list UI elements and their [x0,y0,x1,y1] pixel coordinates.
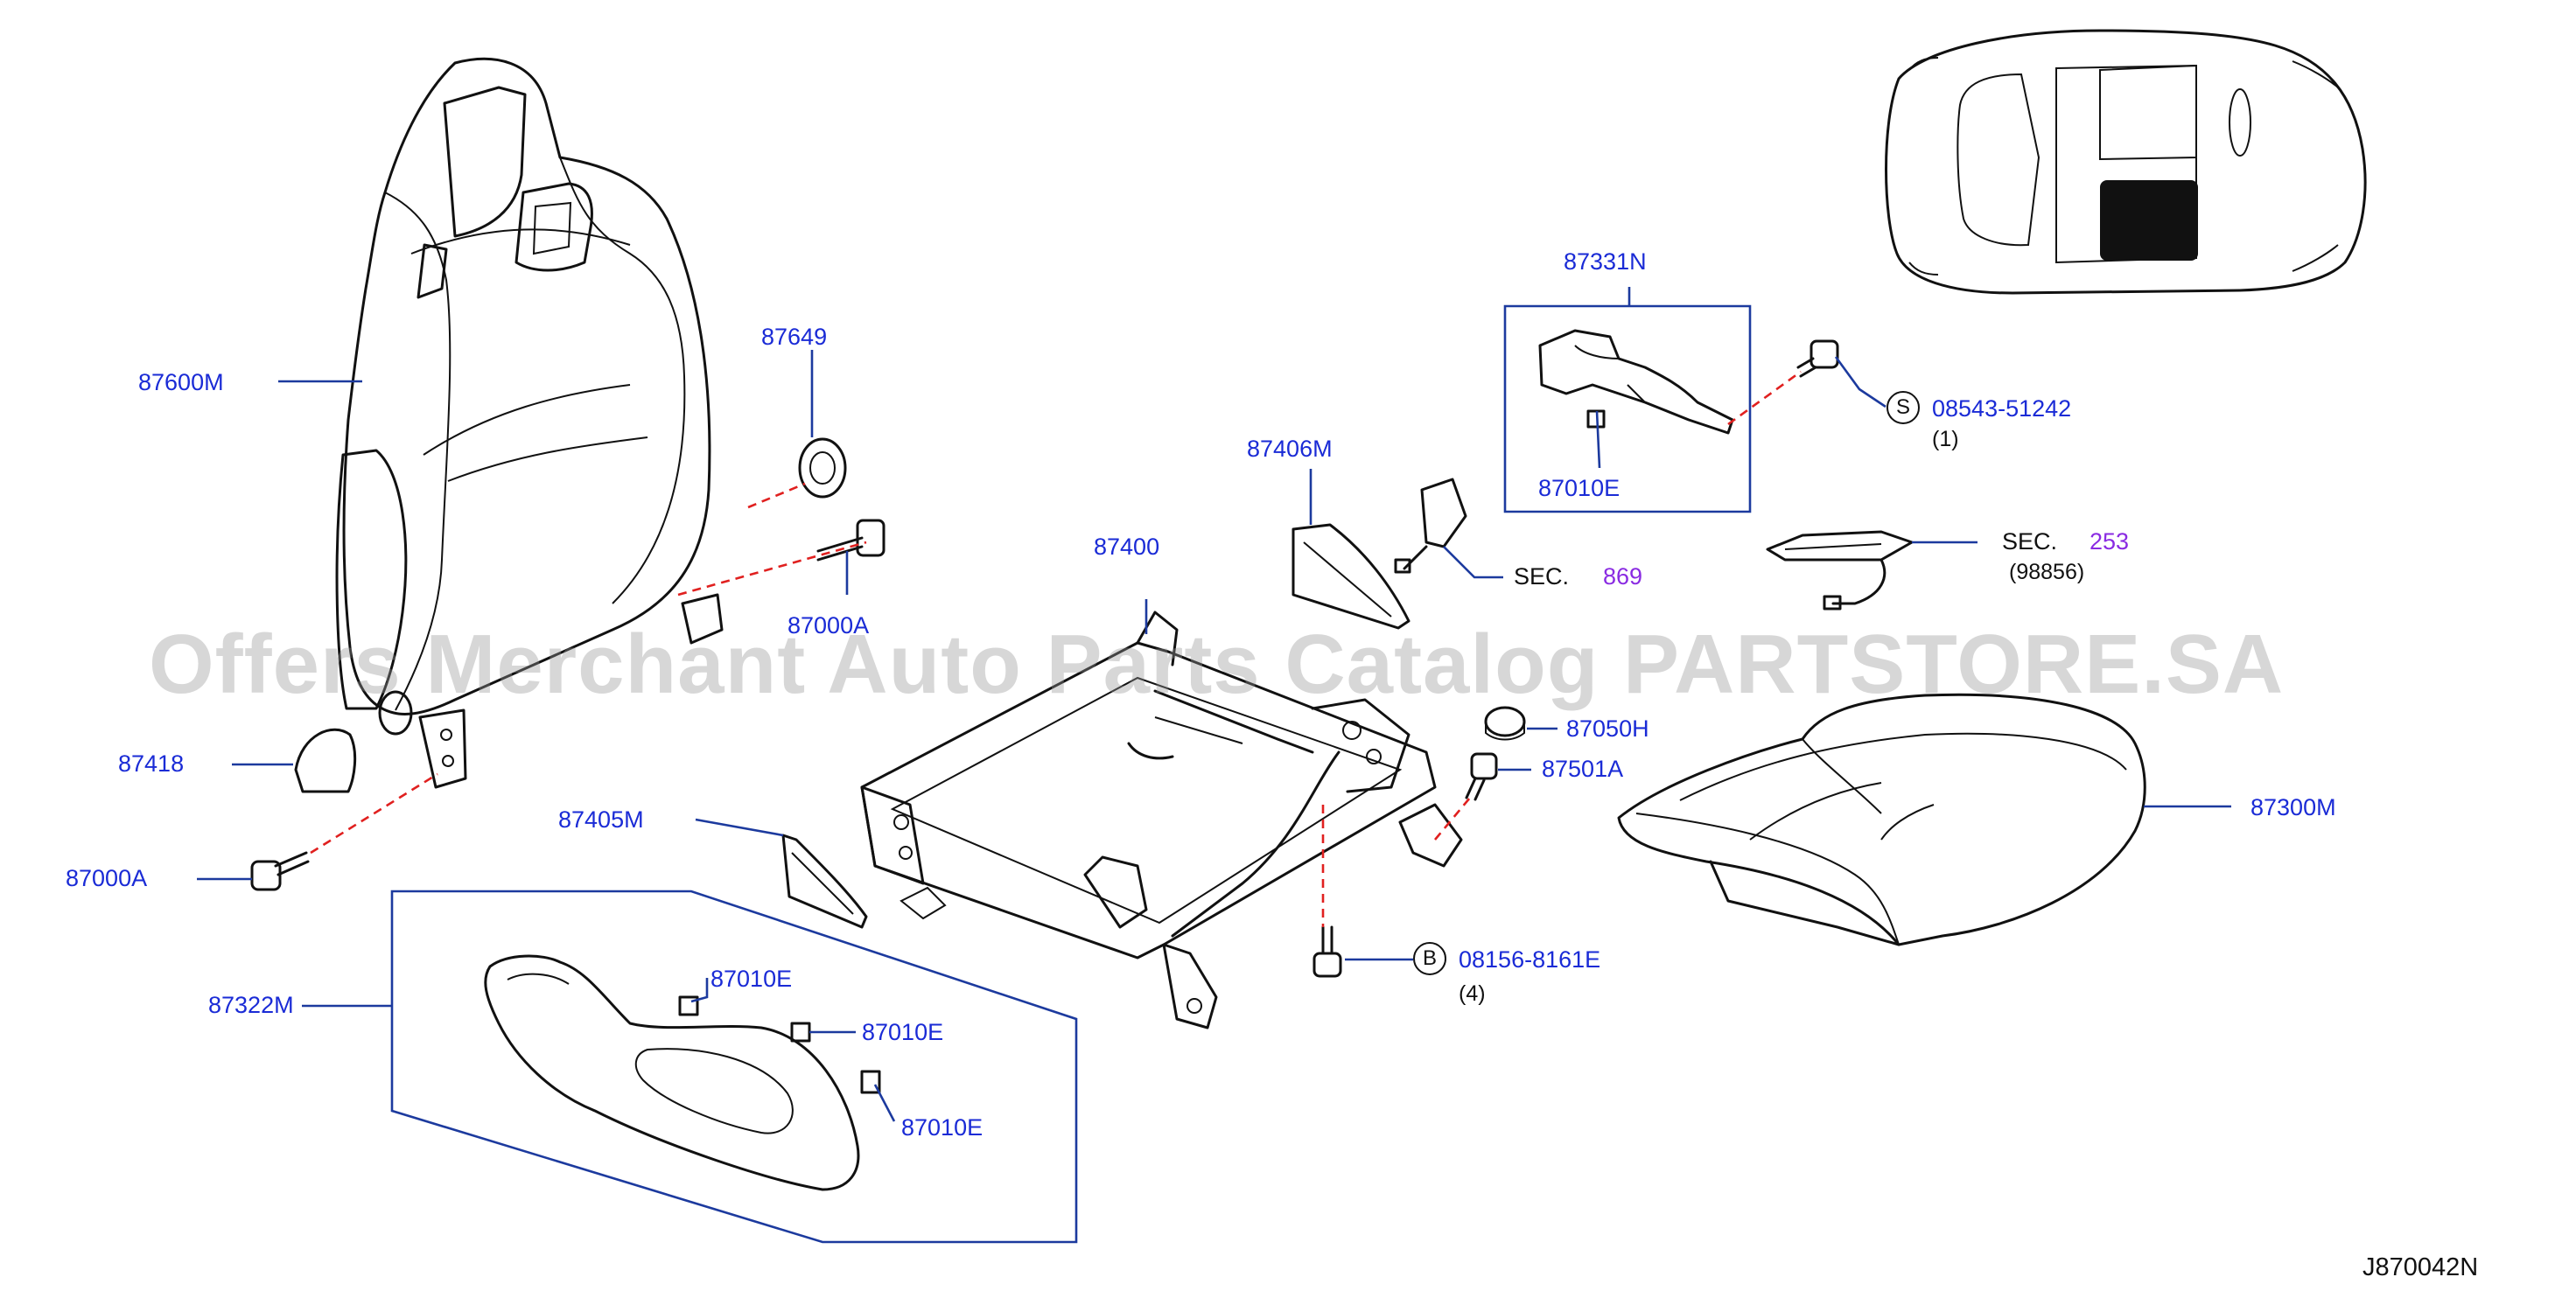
callout-belt-finisher[interactable]: 87406M [1247,436,1333,462]
screw-b-quantity: (4) [1459,981,1486,1006]
callout-seat-frame[interactable]: 87400 [1094,534,1160,560]
seat-frame-drawing [860,611,1463,1029]
screw-b-drawing [1312,925,1342,978]
cushion-drawing [1617,693,2146,946]
bracket-drawing [1538,329,1734,435]
callout-bolt-upper[interactable]: 87000A [788,612,870,639]
harness-part-number: (98856) [2009,560,2085,584]
callout-clip-b[interactable]: 87010E [862,1019,944,1045]
screw-s-quantity: (1) [1932,427,1959,451]
hidden-lines [310,370,1802,927]
screw-s-drawing [1796,339,1839,378]
callout-headrest-plug[interactable]: 87649 [761,324,828,350]
watermark: Offers Merchant Auto Parts Catalog PARTS… [149,618,2285,711]
diagram-code: J870042N [2362,1253,2479,1281]
belt-buckle-drawing [1394,478,1467,574]
bolt-upper-drawing [816,519,886,562]
callout-side-finisher[interactable]: 87322M [208,992,294,1018]
leader-lines [197,287,2231,1122]
inner-finisher-drawing [781,834,868,929]
callout-bracket-clip[interactable]: 87010E [1538,475,1620,501]
callout-knob-cover[interactable]: 87418 [118,750,185,777]
callout-seatback[interactable]: 87600M [138,369,224,395]
bolt-frame-drawing [1465,752,1498,801]
callout-harness-sec: SEC. [2002,528,2058,555]
side-finisher-drawing [484,954,860,1191]
callout-harness-sec-number[interactable]: 253 [2090,528,2130,555]
callout-screw-s[interactable]: 08543-51242 [1932,395,2072,422]
callout-clip-a[interactable]: 87010E [710,966,793,992]
knob-cover-drawing [294,728,357,793]
side-finisher-bracket [390,890,1078,1244]
callout-bolt-frame[interactable]: 87501A [1542,756,1624,782]
callout-clip-c[interactable]: 87010E [901,1114,984,1141]
callout-cushion[interactable]: 87300M [2250,794,2336,820]
callout-screw-b[interactable]: 08156-8161E [1459,946,1601,973]
bolt-lower-drawing [250,851,310,891]
seat-location-marker [2100,180,2198,261]
callout-inner-finisher[interactable]: 87405M [558,806,644,833]
cap-drawing [1484,706,1526,741]
seatback-drawing [335,57,724,789]
clips-drawing [678,995,881,1094]
callout-bolt-lower[interactable]: 87000A [66,865,148,891]
callout-belt-sec-number[interactable]: 869 [1603,563,1643,590]
callout-bracket-assy[interactable]: 87331N [1564,248,1647,275]
bracket-box [1503,304,1752,513]
screw-b-symbol: B [1413,942,1446,975]
car-top-view [1885,29,2367,295]
harness-drawing [1766,530,1914,611]
callout-belt-sec: SEC. [1514,563,1570,590]
headrest-plug-drawing [798,437,847,499]
callout-cap[interactable]: 87050H [1566,715,1649,742]
screw-s-symbol: S [1886,391,1920,424]
belt-finisher-drawing [1292,523,1410,630]
